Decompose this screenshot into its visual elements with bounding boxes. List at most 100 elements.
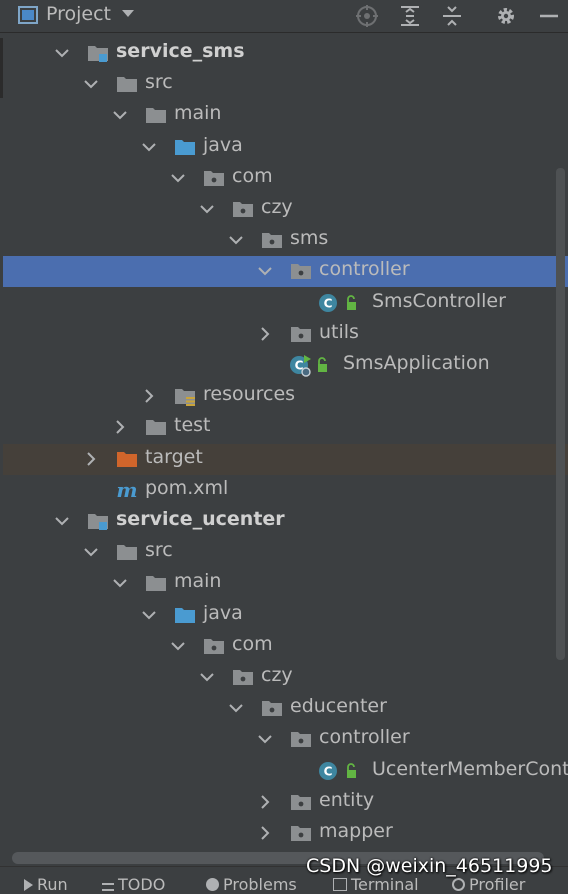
- tool-window-label: Terminal: [351, 875, 419, 894]
- problems-icon: [206, 878, 219, 891]
- tree-folder-node[interactable]: sms: [0, 225, 568, 256]
- tree-node-label: java: [203, 602, 243, 624]
- tree-node-label: UcenterMemberController: [372, 758, 568, 780]
- folder-icon: [146, 420, 166, 435]
- tool-window-terminal[interactable]: Terminal: [333, 875, 419, 894]
- tree-folder-node[interactable]: czy: [0, 194, 568, 225]
- folder-icon: [117, 545, 137, 560]
- project-title[interactable]: Project: [46, 3, 112, 25]
- chevron-down-icon[interactable]: [83, 76, 99, 92]
- chevron-down-icon[interactable]: [199, 201, 215, 217]
- package-icon: [233, 670, 253, 685]
- tree-folder-node[interactable]: main: [0, 568, 568, 599]
- folder-icon: [117, 77, 137, 92]
- svg-text:C: C: [324, 765, 333, 779]
- horizontal-scrollbar[interactable]: [12, 852, 544, 864]
- tree-node-label: controller: [319, 258, 410, 280]
- tree-folder-node[interactable]: service_sms: [0, 38, 568, 69]
- chevron-down-icon[interactable]: [170, 170, 186, 186]
- tree-folder-node[interactable]: main: [0, 100, 568, 131]
- tree-node-label: target: [145, 446, 203, 468]
- chevron-down-icon[interactable]: [228, 700, 244, 716]
- package-icon: [233, 202, 253, 217]
- package-icon: [204, 171, 224, 186]
- tree-folder-node[interactable]: target: [3, 444, 568, 475]
- tree-folder-node[interactable]: entity: [0, 787, 568, 818]
- profiler-icon: [452, 878, 465, 891]
- chevron-right-icon[interactable]: [112, 419, 128, 435]
- tree-node-label: service_ucenter: [116, 508, 285, 530]
- minimize-icon[interactable]: [537, 4, 561, 28]
- gear-icon[interactable]: [494, 4, 518, 28]
- project-view-icon[interactable]: [18, 6, 38, 24]
- tree-folder-node[interactable]: com: [0, 631, 568, 662]
- tree-node-label: entity: [319, 789, 375, 811]
- collapse-all-icon[interactable]: [440, 4, 464, 28]
- tree-folder-node[interactable]: resources: [0, 381, 568, 412]
- chevron-down-icon[interactable]: [257, 731, 273, 747]
- chevron-down-icon[interactable]: [141, 139, 157, 155]
- package-icon: [291, 732, 311, 747]
- tree-folder-node[interactable]: service: [0, 849, 568, 850]
- tree-node-label: czy: [261, 196, 293, 218]
- tree-file-node[interactable]: C UcenterMemberController: [0, 756, 568, 787]
- tree-node-label: utils: [319, 321, 359, 343]
- chevron-right-icon[interactable]: [141, 388, 157, 404]
- chevron-down-icon[interactable]: [122, 10, 134, 17]
- tool-window-profiler[interactable]: Profiler: [452, 875, 525, 894]
- package-icon: [262, 701, 282, 716]
- tree-folder-node[interactable]: com: [0, 163, 568, 194]
- tree-node-label: com: [232, 633, 273, 655]
- expand-all-icon[interactable]: [398, 4, 422, 28]
- spring-boot-class-icon: C: [290, 355, 311, 377]
- chevron-down-icon[interactable]: [54, 513, 70, 529]
- chevron-right-icon[interactable]: [257, 326, 273, 342]
- tool-window-label: Profiler: [469, 875, 526, 894]
- tree-folder-node[interactable]: test: [0, 412, 568, 443]
- tree-folder-node[interactable]: controller: [0, 724, 568, 755]
- tree-node-label: educenter: [290, 695, 387, 717]
- tree-folder-node[interactable]: czy: [0, 662, 568, 693]
- tree-folder-node[interactable]: utils: [0, 319, 568, 350]
- tool-window-label: Problems: [223, 875, 297, 894]
- tool-window-run[interactable]: Run: [24, 875, 68, 894]
- chevron-down-icon[interactable]: [141, 607, 157, 623]
- chevron-down-icon[interactable]: [83, 544, 99, 560]
- chevron-down-icon[interactable]: [170, 638, 186, 654]
- chevron-right-icon[interactable]: [257, 794, 273, 810]
- vertical-scrollbar[interactable]: [556, 168, 565, 660]
- tree-folder-node[interactable]: controller: [3, 256, 568, 287]
- package-icon: [291, 795, 311, 810]
- tree-folder-node[interactable]: educenter: [0, 693, 568, 724]
- tool-window-problems[interactable]: Problems: [206, 875, 297, 894]
- tree-folder-node[interactable]: src: [0, 537, 568, 568]
- folder-icon: [146, 108, 166, 123]
- chevron-down-icon[interactable]: [112, 575, 128, 591]
- package-icon: [291, 826, 311, 841]
- chevron-right-icon[interactable]: [83, 451, 99, 467]
- locate-icon[interactable]: [355, 4, 379, 28]
- chevron-down-icon[interactable]: [257, 263, 273, 279]
- tool-window-todo[interactable]: TODO: [102, 875, 165, 894]
- svg-text:C: C: [324, 297, 333, 311]
- tree-folder-node[interactable]: mapper: [0, 818, 568, 849]
- tree-node-label: pom.xml: [145, 477, 229, 499]
- chevron-down-icon[interactable]: [112, 107, 128, 123]
- watermark: CSDN @weixin_46511995: [306, 855, 553, 877]
- class-icon: C: [319, 762, 337, 780]
- tree-folder-node[interactable]: java: [0, 132, 568, 163]
- folder-icon: [146, 576, 166, 591]
- chevron-right-icon[interactable]: [257, 825, 273, 841]
- tree-folder-node[interactable]: src: [0, 69, 568, 100]
- tree-folder-node[interactable]: service_ucenter: [0, 506, 568, 537]
- chevron-down-icon[interactable]: [54, 45, 70, 61]
- tree-folder-node[interactable]: java: [0, 600, 568, 631]
- tree-node-label: mapper: [319, 820, 393, 842]
- chevron-down-icon[interactable]: [199, 669, 215, 685]
- project-toolbar: Project: [0, 0, 568, 33]
- chevron-down-icon[interactable]: [228, 232, 244, 248]
